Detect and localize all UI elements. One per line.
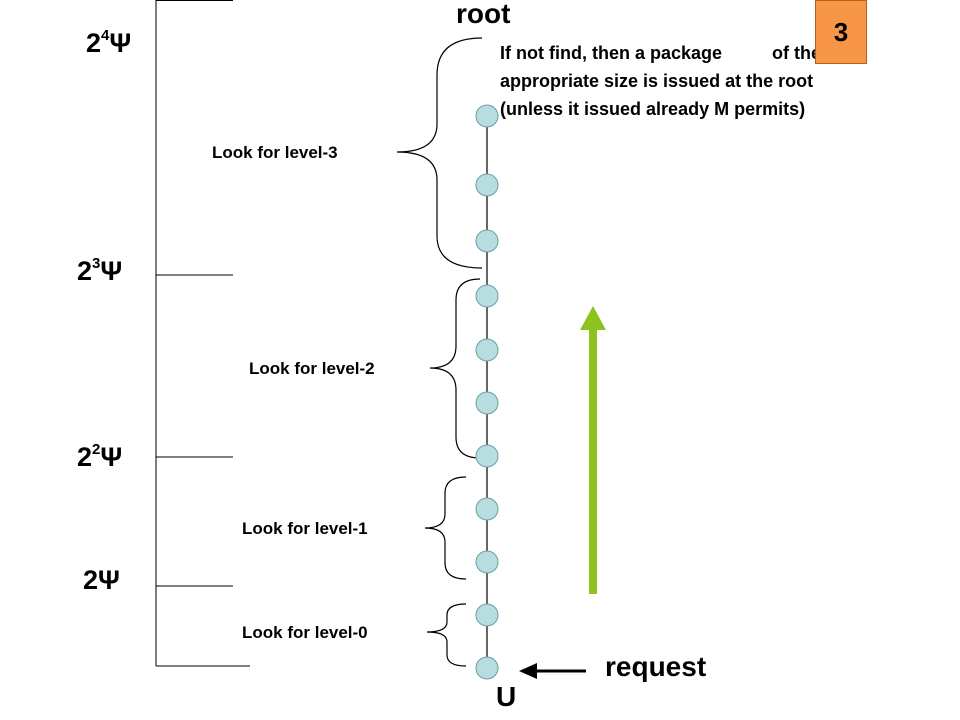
brace-level-2 <box>429 278 481 459</box>
path-node <box>475 173 499 197</box>
level-label-1: Look for level-1 <box>242 519 368 538</box>
path-node <box>475 284 499 308</box>
scale-label-2-2: 22Ψ <box>77 441 123 472</box>
note-line-2: appropriate size is issued at the root <box>500 71 814 91</box>
scale-label-2-4: 24Ψ <box>86 27 132 58</box>
path-node <box>475 391 499 415</box>
package-note: If not find, then a package of the approp… <box>500 39 940 123</box>
request-arrow-head <box>519 663 537 679</box>
scale-label-2-3: 23Ψ <box>77 255 123 286</box>
request-label: request <box>605 651 707 682</box>
level-label-0: Look for level-0 <box>242 623 368 642</box>
brace-level-3 <box>396 37 483 269</box>
root-label: root <box>456 0 511 29</box>
level-label-2: Look for level-2 <box>249 359 375 378</box>
path-node <box>475 338 499 362</box>
path-node <box>475 497 499 521</box>
path-node <box>475 229 499 253</box>
path-node <box>475 444 499 468</box>
path-node <box>475 104 499 128</box>
scale-label-2: 2Ψ <box>83 565 120 595</box>
upward-arrow-head <box>580 306 606 330</box>
note-line-1-end: of the <box>772 43 822 63</box>
path-node <box>475 603 499 627</box>
node-u <box>475 656 499 680</box>
brace-level-1 <box>424 476 467 580</box>
note-line-3: (unless it issued already M permits) <box>500 99 806 119</box>
package-badge: 3 <box>815 0 867 64</box>
note-line-1-start: If not find, then a package <box>500 43 723 63</box>
path-node <box>475 550 499 574</box>
node-u-label: U <box>496 681 517 712</box>
level-label-3: Look for level-3 <box>212 143 338 162</box>
brace-level-0 <box>426 603 467 667</box>
